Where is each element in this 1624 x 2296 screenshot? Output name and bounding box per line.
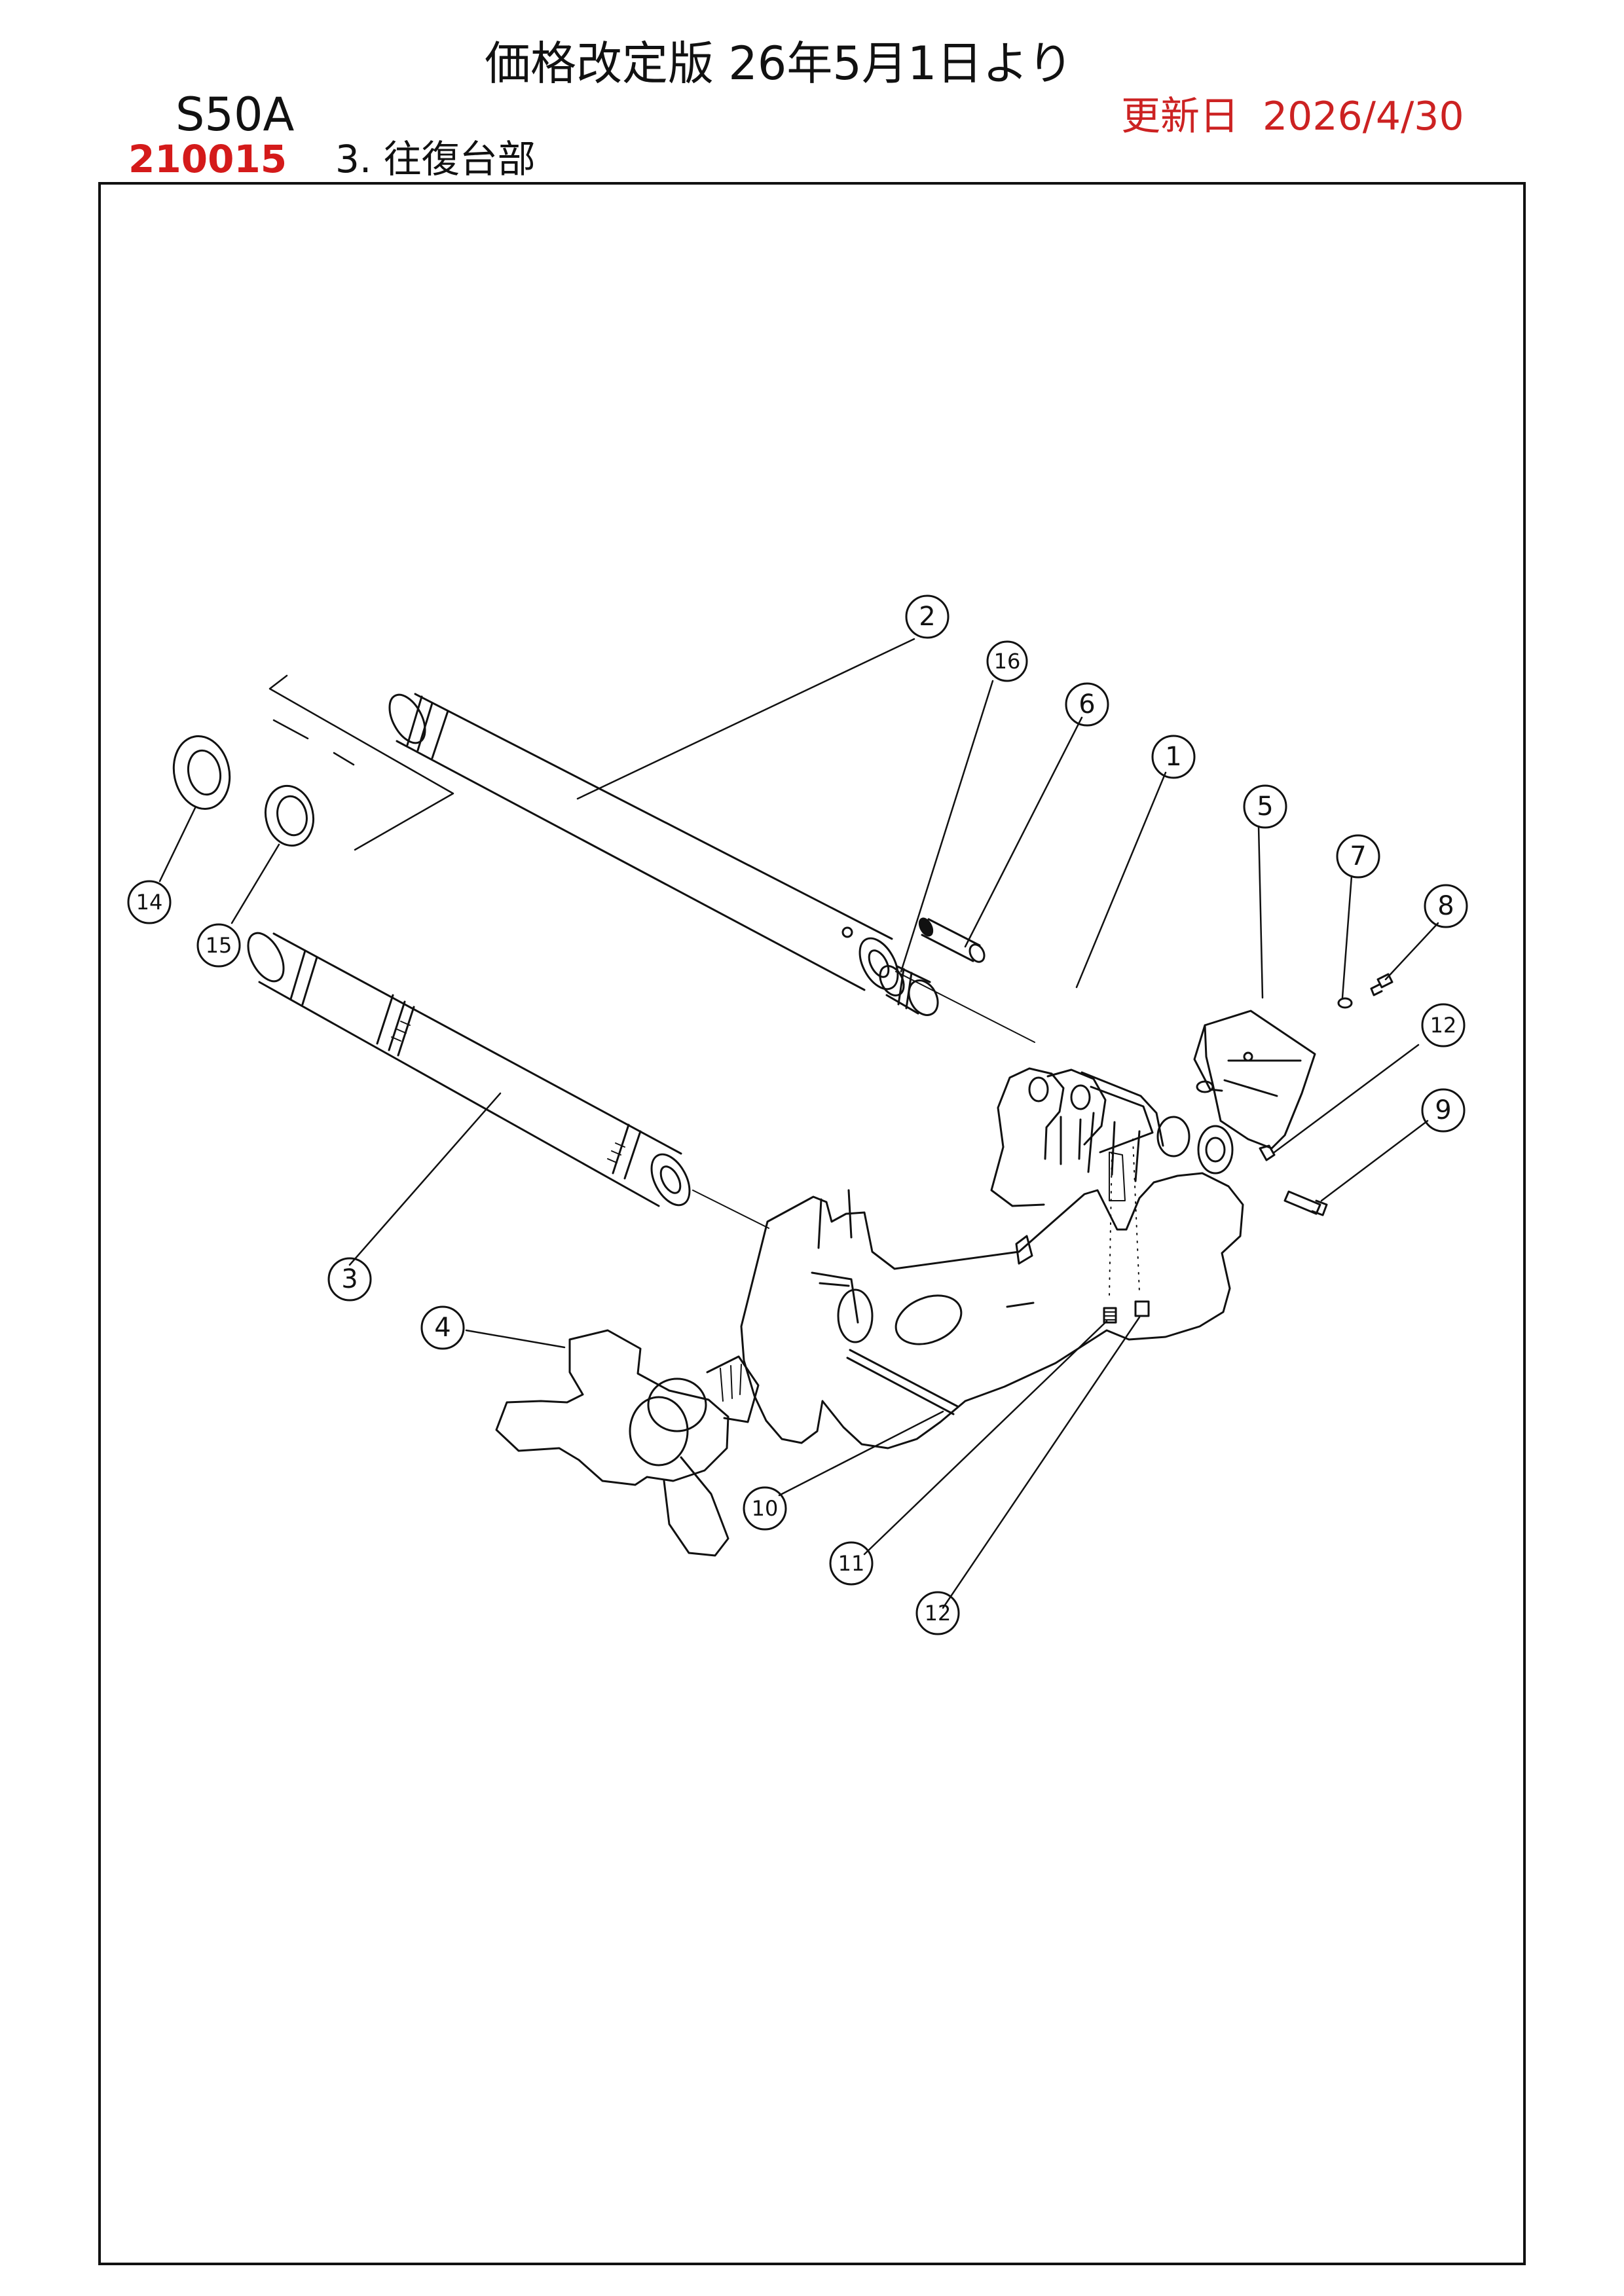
part-pin bbox=[918, 917, 986, 963]
part-ring-small bbox=[265, 784, 314, 847]
callout-label-4: 4 bbox=[434, 1313, 451, 1343]
model-name: S50A bbox=[175, 88, 295, 141]
callout-label-16: 16 bbox=[994, 649, 1021, 674]
update-date-value: 2026/4/30 bbox=[1263, 94, 1464, 139]
part-washer-2 bbox=[1196, 1080, 1214, 1093]
part-upper-shaft bbox=[388, 693, 899, 991]
callout-label-7: 7 bbox=[1350, 841, 1366, 871]
part-code: 210015 bbox=[128, 137, 287, 181]
part-washer bbox=[1337, 997, 1353, 1009]
part-handle-knob bbox=[495, 1329, 760, 1557]
phantom-sheet bbox=[268, 674, 454, 851]
update-date-label: 更新日 bbox=[1121, 94, 1239, 139]
part-screw-small bbox=[1370, 973, 1393, 996]
part-screw-long bbox=[1283, 1190, 1328, 1216]
drawing-frame bbox=[98, 182, 1526, 2265]
callout-label-12-lower: 12 bbox=[925, 1601, 951, 1626]
part-bushing bbox=[879, 965, 939, 1016]
part-set-screw-11 bbox=[1103, 1307, 1117, 1324]
callout-label-11: 11 bbox=[838, 1551, 865, 1576]
assembly-guide-lines bbox=[1109, 1139, 1140, 1297]
callout-label-5: 5 bbox=[1257, 792, 1273, 822]
update-date-line: 更新日 2026/4/30 bbox=[1121, 97, 1464, 136]
part-cover-plate bbox=[1193, 1010, 1316, 1150]
callout-label-8: 8 bbox=[1437, 891, 1454, 921]
leader-lines bbox=[158, 638, 1439, 1609]
callout-label-14: 14 bbox=[136, 890, 163, 915]
section-title: 3. 往復台部 bbox=[335, 137, 536, 181]
part-ring-large bbox=[172, 735, 231, 810]
callout-label-9: 9 bbox=[1435, 1095, 1451, 1125]
part-set-screw bbox=[1259, 1144, 1276, 1161]
part-set-screw-12 bbox=[1134, 1300, 1150, 1317]
callout-label-2: 2 bbox=[919, 602, 935, 632]
callout-label-3: 3 bbox=[341, 1264, 358, 1294]
part-lower-shaft bbox=[247, 932, 691, 1207]
part-carriage-body bbox=[740, 1067, 1244, 1449]
callout-label-6: 6 bbox=[1079, 689, 1095, 720]
price-revision-title: 価格改定版 26年5月1日より bbox=[485, 37, 1073, 90]
part-rod-pin bbox=[846, 1349, 959, 1415]
callout-label-1: 1 bbox=[1165, 742, 1181, 772]
upper-shaft-axis bbox=[895, 971, 1035, 1043]
callout-label-12-upper: 12 bbox=[1430, 1013, 1457, 1038]
callout-label-15: 15 bbox=[206, 933, 232, 958]
lower-shaft-axis bbox=[692, 1190, 769, 1229]
callout-label-10: 10 bbox=[752, 1496, 779, 1521]
callout-circles bbox=[127, 594, 1468, 1635]
